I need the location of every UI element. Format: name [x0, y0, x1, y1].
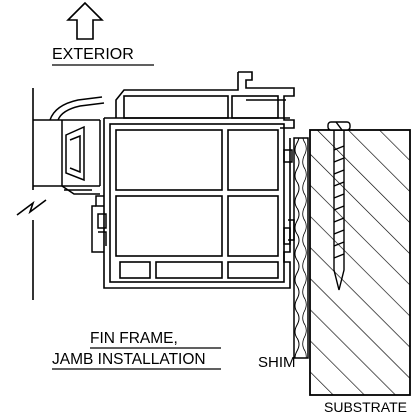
substrate	[309, 129, 411, 396]
exterior-label: EXTERIOR	[52, 46, 134, 63]
title-line-2: JAMB INSTALLATION	[52, 351, 206, 368]
frame-connector	[283, 149, 295, 245]
shim-label: SHIM	[258, 354, 296, 371]
glazing-unit	[33, 119, 101, 187]
frame-profile	[103, 71, 295, 289]
left-reference-line	[16, 88, 47, 300]
frame-clip	[91, 195, 107, 253]
substrate-label: SUBSTRATE	[324, 399, 407, 415]
fastener-screw	[327, 121, 351, 291]
shim	[293, 137, 309, 359]
label-underlines	[52, 64, 221, 370]
glazing-bead	[49, 96, 105, 195]
up-arrow-icon	[66, 1, 104, 40]
title-line-1: FIN FRAME,	[90, 330, 178, 347]
